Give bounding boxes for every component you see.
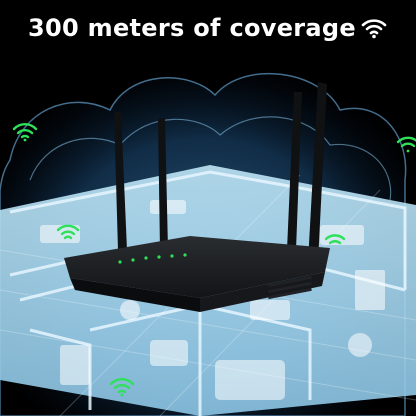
router-icon — [64, 236, 330, 312]
wifi-signal-icon — [12, 123, 416, 397]
headline: 300 meters of coverage — [0, 14, 416, 42]
signal-led-icon — [118, 253, 187, 264]
headline-text: 300 meters of coverage — [28, 14, 356, 42]
floorplan-furniture — [40, 200, 385, 400]
wifi-signal-icon — [361, 19, 387, 39]
antenna-icon — [114, 82, 327, 262]
coverage-outline-inner — [29, 116, 392, 201]
